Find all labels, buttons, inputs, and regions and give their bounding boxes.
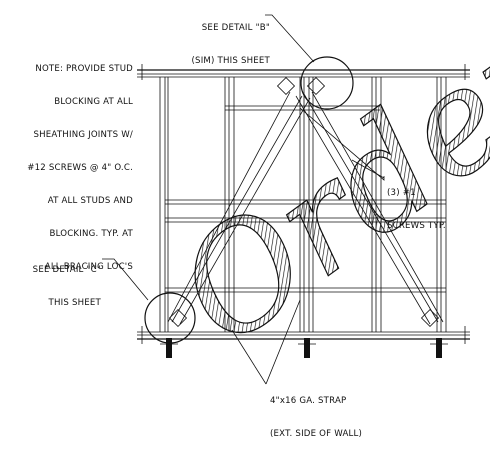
note-line: ALL BRACING LOC'S <box>44 262 133 272</box>
screws-note: (3) #1 SCREWS TYP. <box>387 166 477 243</box>
diagonal-straps <box>167 91 444 325</box>
note-line: #12 SCREWS @ 4" O.C. <box>27 163 133 173</box>
detail-b-circle <box>300 56 354 110</box>
note-line: SEE DETAIL "B" <box>201 23 270 33</box>
top-plate <box>137 64 470 80</box>
note-line: (EXT. SIDE OF WALL) <box>270 429 363 439</box>
detail-b-note: SEE DETAIL "B" (SIM) THIS SHEET <box>160 1 270 78</box>
note-line: BLOCKING. TYP. AT <box>49 229 133 239</box>
note-line: SEE DETAIL "C" <box>32 265 101 275</box>
note-line: SHEATHING JOINTS W/ <box>33 130 133 140</box>
note-line: NOTE: PROVIDE STUD <box>35 64 133 74</box>
detail-c-circle <box>144 292 196 344</box>
note-line: AT ALL STUDS AND <box>47 196 133 206</box>
bottom-plate <box>137 326 470 344</box>
anchor-bolts <box>160 338 448 358</box>
note-line: (3) #1 <box>387 188 416 198</box>
leader-lines <box>102 14 385 385</box>
detail-c-note: SEE DETAIL "C" THIS SHEET <box>5 243 101 320</box>
studs <box>159 77 447 332</box>
note-line: BLOCKING AT ALL <box>54 97 133 107</box>
note-line: (SIM) THIS SHEET <box>191 56 270 66</box>
stud-blocking-note: NOTE: PROVIDE STUD BLOCKING AT ALL SHEAT… <box>0 42 133 284</box>
note-line: 4"x16 GA. STRAP <box>270 396 347 406</box>
note-line: SCREWS TYP. <box>387 221 446 231</box>
gusset-plates <box>168 76 440 328</box>
note-line: THIS SHEET <box>48 298 101 308</box>
strap-note: 4"x16 GA. STRAP (EXT. SIDE OF WALL) <box>270 374 410 451</box>
shear-wall-bracing-drawing: Order <box>102 0 490 385</box>
